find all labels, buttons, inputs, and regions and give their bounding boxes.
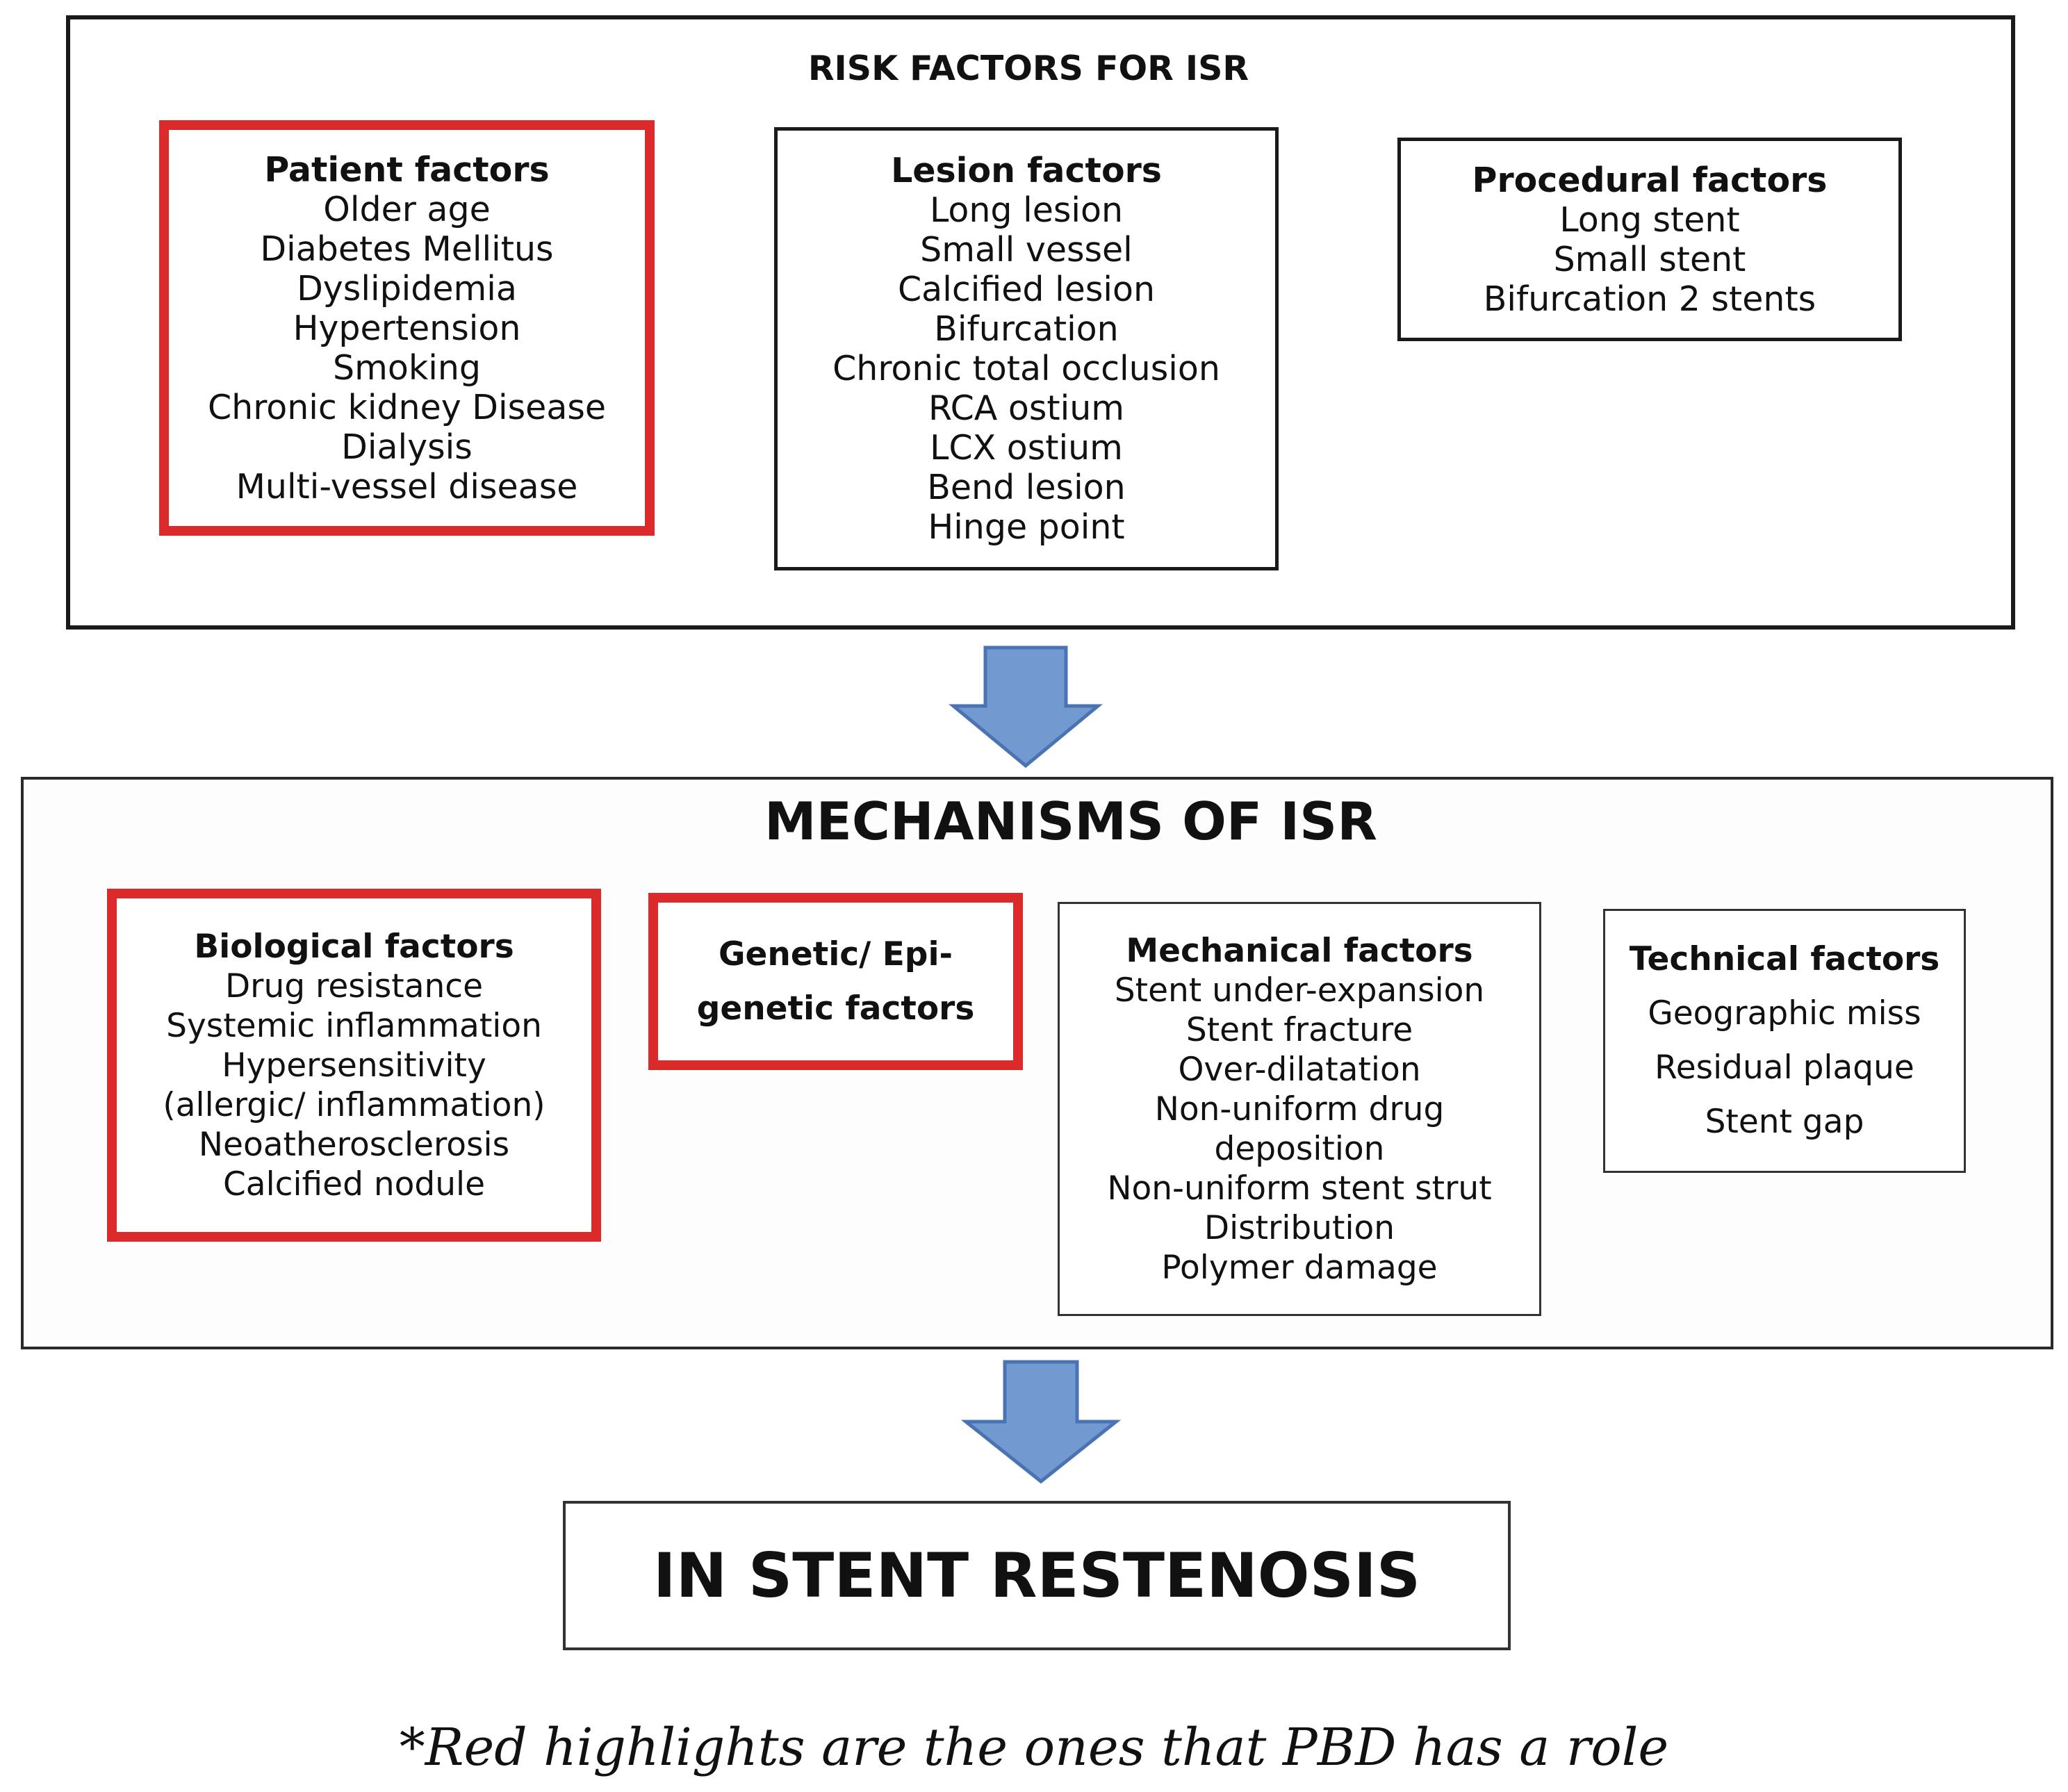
- lesion-factors-title: Lesion factors: [891, 151, 1162, 190]
- outcome-title: IN STENT RESTENOSIS: [653, 1539, 1421, 1611]
- technical-factor-item: Residual plaque: [1655, 1049, 1914, 1087]
- mechanical-factor-item: Distribution: [1204, 1208, 1395, 1247]
- patient-factors-box: Patient factors Older age Diabetes Melli…: [159, 120, 655, 536]
- caption: *Red highlights are the ones that PBD ha…: [399, 1718, 1669, 1777]
- patient-factor-item: Hypertension: [293, 308, 521, 348]
- patient-factor-item: Multi-vessel disease: [236, 466, 578, 507]
- mechanical-factor-item: Non-uniform stent strut: [1107, 1169, 1492, 1208]
- mechanical-factors-title: Mechanical factors: [1126, 931, 1473, 970]
- lesion-factor-item: Long lesion: [929, 190, 1124, 230]
- mechanical-factor-item: Stent fracture: [1185, 1010, 1413, 1049]
- mechanical-factor-item: Over-dilatation: [1178, 1050, 1421, 1089]
- patient-factor-item: Chronic kidney Disease: [207, 387, 607, 427]
- mechanisms-heading: MECHANISMS OF ISR: [764, 791, 1377, 852]
- patient-factor-item: Diabetes Mellitus: [260, 229, 554, 269]
- genetic-factors-title: genetic factors: [696, 989, 975, 1028]
- procedural-factor-item: Bifurcation 2 stents: [1483, 279, 1816, 319]
- technical-factor-item: Geographic miss: [1648, 994, 1921, 1033]
- genetic-factors-box: Genetic/ Epi- genetic factors: [648, 893, 1023, 1070]
- biological-factor-item: Systemic inflammation: [166, 1006, 542, 1045]
- procedural-factor-item: Small stent: [1553, 239, 1746, 279]
- mechanical-factor-item: Stent under-expansion: [1114, 971, 1485, 1010]
- biological-factors-box: Biological factors Drug resistance Syste…: [107, 889, 601, 1242]
- biological-factor-item: Drug resistance: [224, 967, 484, 1005]
- mechanical-factor-item: Non-uniform drug: [1154, 1090, 1445, 1128]
- patient-factor-item: Older age: [323, 189, 491, 229]
- patient-factor-item: Dialysis: [341, 427, 473, 467]
- lesion-factor-item: Chronic total occlusion: [832, 349, 1220, 388]
- mechanical-factor-item: deposition: [1214, 1129, 1385, 1168]
- procedural-factors-title: Procedural factors: [1472, 160, 1828, 200]
- genetic-factors-title: Genetic/ Epi-: [718, 935, 953, 973]
- procedural-factor-item: Long stent: [1559, 199, 1740, 240]
- biological-factors-title: Biological factors: [194, 927, 514, 966]
- lesion-factor-item: RCA ostium: [928, 388, 1125, 428]
- lesion-factor-item: Hinge point: [928, 507, 1125, 547]
- technical-factors-title: Technical factors: [1629, 940, 1940, 978]
- down-arrow-icon: [960, 1360, 1122, 1484]
- patient-factors-title: Patient factors: [264, 149, 550, 190]
- mechanical-factor-item: Polymer damage: [1161, 1248, 1438, 1287]
- lesion-factor-item: Calcified lesion: [897, 270, 1156, 309]
- technical-factors-box: Technical factors Geographic miss Residu…: [1603, 909, 1966, 1173]
- biological-factor-item: (allergic/ inflammation): [163, 1085, 545, 1124]
- biological-factor-item: Calcified nodule: [222, 1165, 485, 1203]
- lesion-factor-item: LCX ostium: [930, 428, 1123, 468]
- patient-factor-item: Smoking: [333, 347, 481, 388]
- mechanical-factors-box: Mechanical factors Stent under-expansion…: [1058, 902, 1541, 1316]
- risk-factors-heading: RISK FACTORS FOR ISR: [807, 49, 1249, 88]
- outcome-box: IN STENT RESTENOSIS: [563, 1501, 1511, 1650]
- lesion-factor-item: Small vessel: [920, 230, 1133, 270]
- procedural-factors-box: Procedural factors Long stent Small sten…: [1397, 138, 1902, 341]
- lesion-factors-box: Lesion factors Long lesion Small vessel …: [774, 127, 1279, 570]
- patient-factor-item: Dyslipidemia: [297, 268, 517, 309]
- technical-factor-item: Stent gap: [1705, 1103, 1864, 1141]
- lesion-factor-item: Bend lesion: [927, 468, 1126, 507]
- biological-factor-item: Neoatherosclerosis: [198, 1125, 510, 1164]
- biological-factor-item: Hypersensitivity: [222, 1046, 486, 1085]
- down-arrow-icon: [949, 646, 1103, 768]
- lesion-factor-item: Bifurcation: [934, 309, 1119, 349]
